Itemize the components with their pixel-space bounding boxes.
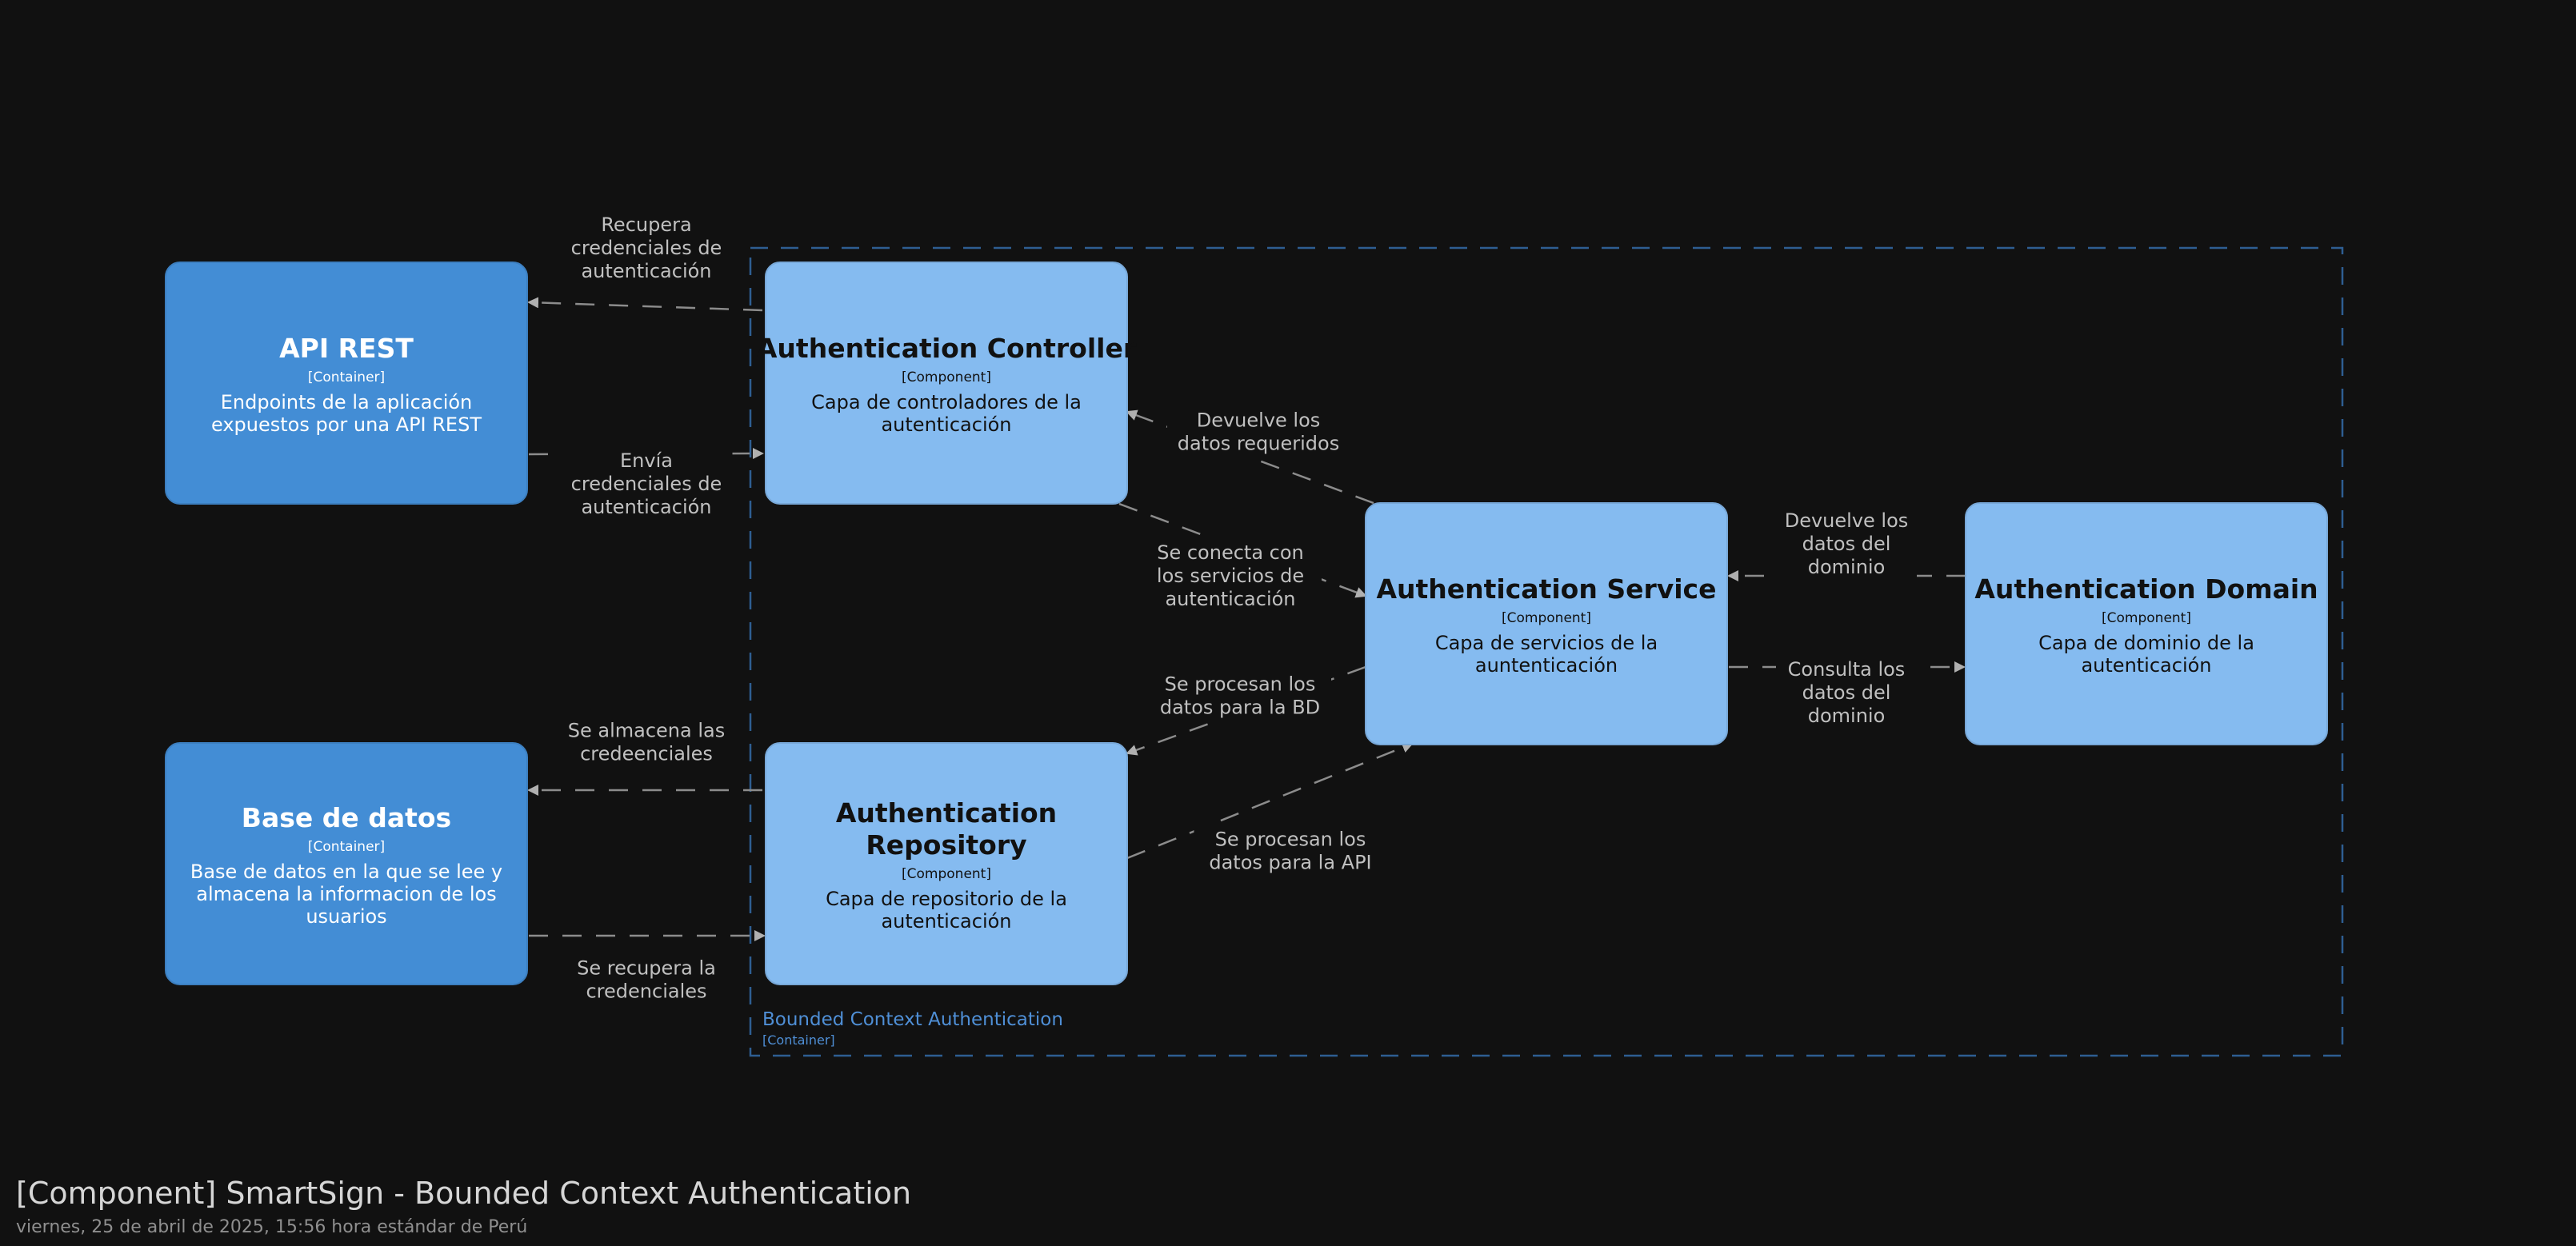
relationship-label-bg [1776,654,1917,731]
base-de-datos-box [165,742,528,985]
relationship-label-bg [1149,669,1331,722]
relationship-label: credenciales de [571,237,722,259]
boundary-type: [Container] [762,1032,835,1048]
authentication-domain-component[interactable]: Authentication Domain [Component] Capa de … [1965,502,2328,745]
relationship-label: dominio [1808,556,1886,578]
authentication-service-description: auntenticación [1475,654,1618,677]
authentication-repository-box [765,742,1128,985]
authentication-controller-description: Capa de controladores de la [811,391,1082,413]
authentication-controller-box [765,262,1128,505]
authentication-service-component[interactable]: Authentication Service [Component] Capa de… [1365,502,1728,745]
relationship-label: credenciales de [571,473,722,495]
authentication-controller-type: [Component] [902,369,991,385]
relationship-label-bg [1194,825,1387,877]
relationship-line [1118,502,1367,598]
authentication-domain-description: autenticación [2081,654,2211,677]
relationship-label: datos para la API [1209,852,1371,874]
diagram-title: [Component] SmartSign - Bounded Context … [16,1176,912,1211]
relationship-line [527,297,763,312]
relationship-label-bg [560,210,733,286]
api-rest-box [165,262,528,505]
relationship-label: credeenciales [580,743,713,765]
relationship-line [1126,741,1414,860]
api-rest-description: expuestos por una API REST [211,413,482,436]
relationship-label-bg [560,716,733,769]
relationship-label: autenticación [1165,588,1295,610]
relationship-label: autenticación [581,260,711,282]
authentication-service-box [1365,502,1728,745]
relationship-label: Devuelve los [1197,409,1321,432]
relationship-label: datos requeridos [1178,433,1339,455]
base-de-datos-description: almacena la informacion de los [196,883,496,905]
relationship-label: Se conecta con [1157,541,1304,564]
authentication-controller-description: autenticación [881,413,1011,436]
relationship-label-bg [1167,405,1350,458]
relationship-label-bg [566,953,727,1006]
authentication-domain-box [1965,502,2328,745]
relationship-label-bg [1776,505,1917,582]
relationship-label: Se almacena las [568,720,725,742]
api-rest-title: API REST [279,333,414,364]
relationship-label: datos del [1802,533,1891,555]
authentication-domain-title: Authentication Domain [1974,573,2318,605]
authentication-repository-title: Repository [866,829,1026,861]
relationship-label: datos para la BD [1160,697,1320,719]
relationship-label: Se procesan los [1165,673,1316,696]
authentication-repository-title: Authentication [836,797,1057,829]
api-rest-description: Endpoints de la aplicación [221,391,473,413]
relationship-label: Recupera [601,214,691,236]
authentication-controller-title: Authentication Controller [757,333,1137,364]
relationship-label: Se recupera la [577,957,716,980]
relationship-label: credenciales [586,980,706,1003]
diagram-subtitle: viernes, 25 de abril de 2025, 15:56 hora… [16,1217,528,1237]
elements: API REST [Container] Endpoints de la aplic… [165,262,2328,985]
relationship-label: Devuelve los [1785,509,1909,532]
api-rest-type: [Container] [308,369,385,385]
base-de-datos-description: usuarios [306,905,386,928]
authentication-repository-description: autenticación [881,910,1011,933]
authentication-domain-description: Capa de dominio de la [2038,632,2254,654]
relationship-label: Consulta los [1788,658,1906,681]
authentication-controller-component[interactable]: Authentication Controller [Component] Capa… [757,262,1137,505]
authentication-repository-description: Capa de repositorio de la [826,888,1067,910]
relationship-label: datos del [1802,681,1891,704]
relationship-label: los servicios de [1157,565,1304,587]
authentication-repository-type: [Component] [902,866,991,882]
relationship-label: Envía [620,449,673,472]
diagram-footer: [Component] SmartSign - Bounded Context … [16,1176,911,1237]
base-de-datos-title: Base de datos [242,802,451,833]
authentication-service-title: Authentication Service [1376,573,1716,605]
relationship-label: dominio [1808,705,1886,727]
authentication-service-description: Capa de servicios de la [1435,632,1658,654]
relationship-label-bg [1139,537,1322,614]
bounded-context-boundary: Bounded Context Authentication [Containe… [749,246,2344,1057]
authentication-domain-type: [Component] [2102,610,2191,626]
base-de-datos-type: [Container] [308,839,385,855]
relationship-label: Se procesan los [1215,829,1366,851]
base-de-datos-container[interactable]: Base de datos [Container] Base de datos en… [165,742,528,985]
api-rest-container[interactable]: API REST [Container] Endpoints de la aplic… [165,262,528,505]
base-de-datos-description: Base de datos en la que se lee y [190,861,502,883]
relationship-label: autenticación [581,496,711,518]
authentication-service-type: [Component] [1502,610,1591,626]
relationship-label-bg [560,445,733,522]
boundary-label: Bounded Context Authentication [762,1009,1063,1030]
